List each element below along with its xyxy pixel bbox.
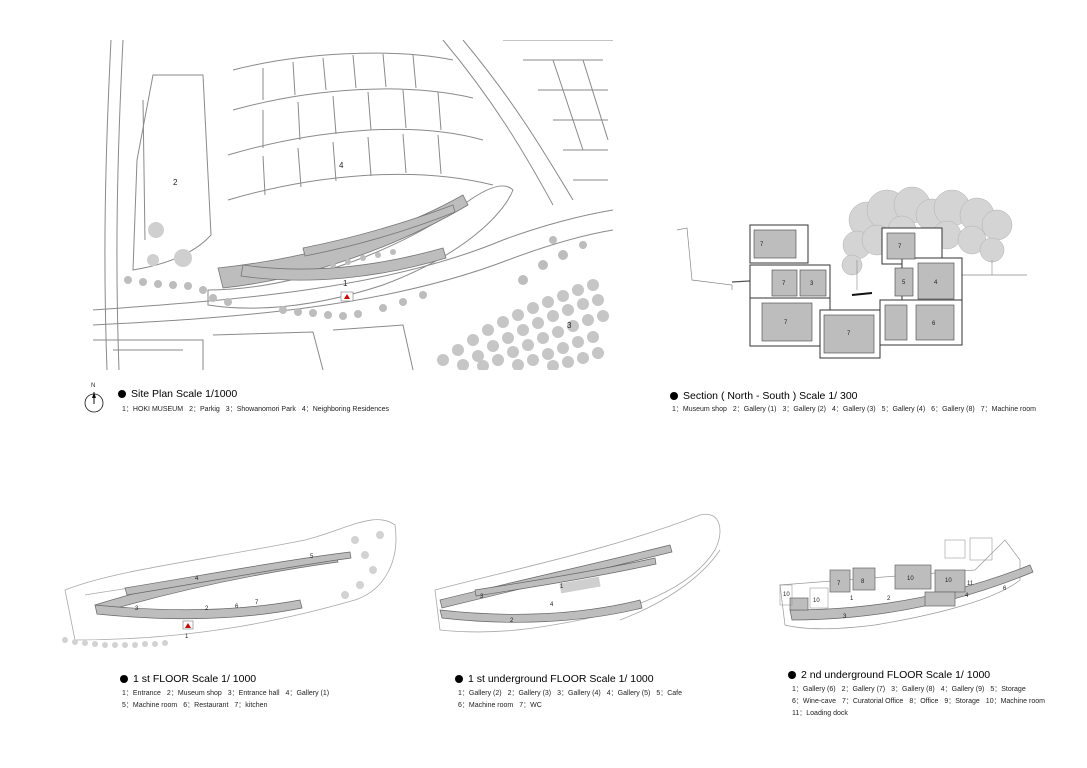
underground2-drawing: 7 8 10 10 11 4 6 1 2 10 10 3 [775,530,1040,645]
underground2-label-8: 8 [861,579,865,585]
site-plan-drawing: 1 2 3 4 [83,40,613,370]
underground2-legend: 1：Gallery (6)2：Gallery (7)3：Gallery (8)4… [792,686,1045,717]
underground2-label-1: 1 [850,596,854,602]
section-drawing: 7 7 3 7 7 7 5 4 6 [672,180,1032,380]
floor1-entrance-icon [185,623,191,628]
entrance-marker-icon [344,294,350,299]
underground1-label-3: 3 [480,594,484,600]
underground2-label-7: 7 [837,581,841,587]
section-label-h: 4 [934,280,938,286]
underground1-legend: 1：Gallery (2)2：Gallery (3)3：Gallery (4)4… [458,690,682,709]
site-label-4: 4 [339,161,344,170]
floor1-label-7: 7 [255,600,259,606]
floor1-label-2: 2 [205,606,209,612]
section-label-d: 7 [784,320,788,326]
underground2-title: 2 nd underground FLOOR Scale 1/ 1000 [788,669,990,681]
underground1-label-1: 1 [560,584,564,590]
section-label-f: 7 [898,244,902,250]
underground2-label-10d: 10 [813,598,820,604]
floor1-drawing: 4 3 5 6 7 2 1 [55,500,405,660]
underground2-label-10b: 10 [945,578,952,584]
site-plan-title: Site Plan Scale 1/1000 [118,388,237,400]
section-label-g: 5 [902,280,906,286]
underground2-label-2: 2 [887,596,891,602]
floor1-label-1: 1 [185,634,189,640]
underground1-title: 1 st underground FLOOR Scale 1/ 1000 [455,673,654,685]
section-label-c: 3 [810,281,814,287]
floor1-label-5: 5 [310,554,314,560]
underground1-drawing: 1 3 4 2 [430,510,730,660]
site-label-1: 1 [343,279,348,288]
section-label-b: 7 [782,281,786,287]
underground2-label-6: 6 [1003,586,1007,592]
north-label: N [91,383,95,389]
floor1-label-4: 4 [195,576,199,582]
underground1-label-4: 4 [550,602,554,608]
underground1-label-2: 2 [510,618,514,624]
section-title: Section ( North - South ) Scale 1/ 300 [670,390,858,402]
floor1-label-3: 3 [135,606,139,612]
section-label-a: 7 [760,242,764,248]
section-label-i: 6 [932,321,936,327]
floor1-title: 1 st FLOOR Scale 1/ 1000 [120,673,256,685]
site-label-3: 3 [567,321,572,330]
north-arrow: N [82,380,106,414]
underground2-label-11: 11 [967,581,974,587]
underground2-label-4: 4 [965,593,969,599]
floor1-label-6: 6 [235,604,239,610]
underground2-label-10a: 10 [907,576,914,582]
underground2-label-10c: 10 [783,592,790,598]
site-label-2: 2 [173,178,178,187]
underground2-label-3: 3 [843,614,847,620]
section-label-e: 7 [847,331,851,337]
